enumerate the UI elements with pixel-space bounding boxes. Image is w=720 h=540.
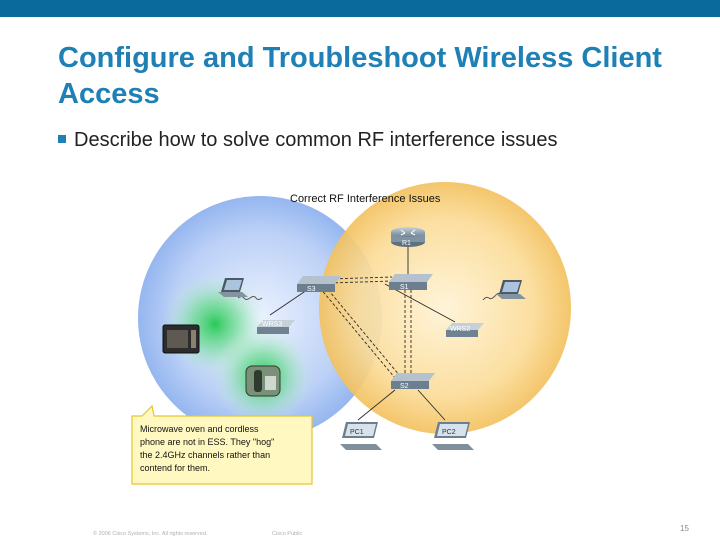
pc1-label: PC1 xyxy=(350,429,364,436)
bullet-item: Describe how to solve common RF interfer… xyxy=(58,126,698,154)
rf-interference-diagram: Correct RF Interference Issues R1 S3 xyxy=(131,182,571,485)
top-banner xyxy=(0,0,720,17)
switch-s3-label: S3 xyxy=(307,286,316,293)
interference-callout: Microwave oven and cordless phone are no… xyxy=(131,404,313,485)
callout-line-3: the 2.4GHz channels rather than xyxy=(140,450,270,460)
laptop-left-icon xyxy=(218,278,248,297)
pc2: PC2 xyxy=(432,422,474,450)
bullet-text: Describe how to solve common RF interfer… xyxy=(74,129,558,151)
footer-copyright: © 2006 Cisco Systems, Inc. All rights re… xyxy=(93,531,208,537)
footer-classification: Cisco Public xyxy=(272,531,303,537)
page-number: 15 xyxy=(680,524,689,533)
callout-line-4: contend for them. xyxy=(140,463,210,473)
wireless-router-wrs3: WRS3 xyxy=(257,320,295,334)
callout-line-2: phone are not in ESS. They "hog" xyxy=(140,437,274,447)
wrs3-label: WRS3 xyxy=(262,321,282,328)
callout-line-1: Microwave oven and cordless xyxy=(140,424,259,434)
switch-s2-label: S2 xyxy=(400,383,409,390)
switch-s1: S1 xyxy=(389,274,433,291)
microwave-oven-icon xyxy=(162,324,200,354)
switch-s2: S2 xyxy=(391,373,435,390)
bullet-marker-icon xyxy=(58,135,66,143)
wireless-router-wrs2: WRS2 xyxy=(446,323,484,337)
right-coverage-area xyxy=(319,182,571,434)
network-links xyxy=(269,246,456,421)
switch-s3: S3 xyxy=(297,276,341,293)
wrs2-label: WRS2 xyxy=(450,326,470,333)
switch-s1-label: S1 xyxy=(400,284,409,291)
router-r1: R1 xyxy=(391,227,425,247)
pc2-label: PC2 xyxy=(442,429,456,436)
pc1: PC1 xyxy=(340,422,382,450)
figure-caption: Correct RF Interference Issues xyxy=(290,193,441,205)
laptop-right-icon xyxy=(496,280,526,299)
slide-title: Configure and Troubleshoot Wireless Clie… xyxy=(58,42,662,110)
cordless-phone-icon xyxy=(245,365,281,397)
router-r1-label: R1 xyxy=(402,240,411,247)
